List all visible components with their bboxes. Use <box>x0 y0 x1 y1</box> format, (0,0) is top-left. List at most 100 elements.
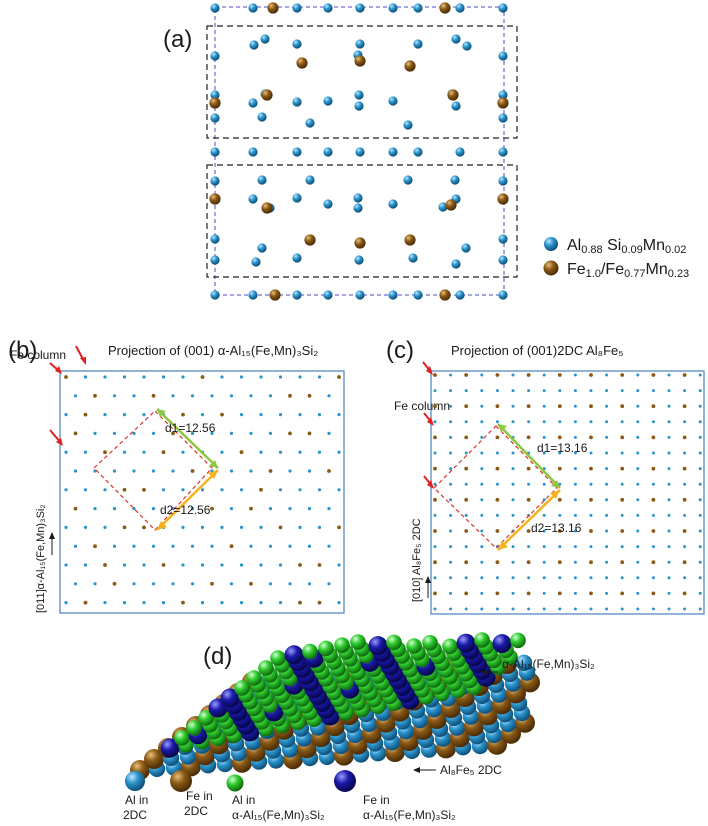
fe-column-dot <box>317 563 322 567</box>
fe-column-dot <box>589 404 593 409</box>
al-column-dot <box>298 488 302 492</box>
fe-site-marker <box>543 260 559 276</box>
al-column-dot <box>636 529 640 533</box>
al-column-dot <box>542 591 546 595</box>
al-alpha-atom <box>350 634 366 650</box>
al-column-dot <box>278 413 283 417</box>
fe-column-dot <box>682 497 687 502</box>
fe-column-dot <box>682 404 687 409</box>
fe-2dc-atom <box>144 749 164 769</box>
al-column-dot <box>449 591 453 595</box>
al-column-dot <box>573 576 577 580</box>
panel-c-fe-column-label: Fe column <box>394 399 450 413</box>
al-site-atom <box>257 243 267 253</box>
fe-site-atom <box>404 60 416 72</box>
al-column-dot <box>112 507 117 511</box>
al-column-dot <box>122 601 127 605</box>
al-column-dot <box>636 451 640 455</box>
al-column-dot <box>542 435 546 439</box>
al-site-atom <box>413 39 423 49</box>
al-column-dot <box>636 513 640 517</box>
al-column-dot <box>636 560 640 564</box>
al-column-dot <box>511 591 515 595</box>
fe-column-dot <box>464 591 469 596</box>
al-column-dot <box>511 498 515 502</box>
al-column-dot <box>132 394 136 398</box>
al-site-atom <box>462 41 472 51</box>
al-column-dot <box>132 431 136 435</box>
panel-a-legend: Al0.88 Si0.09Mn0.02 Fe1.0/Fe0.77Mn0.23 <box>543 237 689 280</box>
al-column-dot <box>449 420 453 424</box>
al-column-dot <box>698 560 702 564</box>
al-column-dot <box>542 389 546 393</box>
al-site-atom <box>248 194 258 204</box>
al-site-atom <box>413 147 423 157</box>
fe-column-dot <box>181 412 185 417</box>
al-column-dot <box>200 413 205 417</box>
fe-alpha-atom <box>456 633 476 653</box>
al-column-dot <box>542 482 546 486</box>
fe-column-dot <box>557 466 562 471</box>
al-column-dot <box>268 431 273 435</box>
al-column-dot <box>636 467 640 471</box>
al-site-atom <box>257 112 267 122</box>
al-column-dot <box>495 482 499 486</box>
al-column-dot <box>93 582 97 586</box>
al-site-atom <box>451 101 461 111</box>
al-site-marker <box>544 237 558 251</box>
al-column-dot <box>327 544 331 548</box>
al-column-dot <box>433 420 437 424</box>
fe-column-dot <box>64 375 68 379</box>
panel-b-d1-label: d1=12.56 <box>165 421 216 435</box>
fe-site-atom <box>439 289 451 301</box>
legend-al-alpha-line1: Al in <box>232 793 255 807</box>
al-column-dot <box>239 563 244 567</box>
al-column-dot <box>511 607 515 611</box>
al-column-dot <box>190 394 195 398</box>
al-column-dot <box>480 529 484 533</box>
al-column-dot <box>449 467 453 471</box>
al-site-atom <box>210 147 220 157</box>
al-column-dot <box>433 576 437 580</box>
al-column-dot <box>317 525 322 530</box>
al-column-dot <box>573 498 577 502</box>
al-column-dot <box>698 467 702 471</box>
al-column-dot <box>122 413 127 417</box>
al-site-atom <box>353 203 363 213</box>
al-column-dot <box>449 389 453 393</box>
al-column-dot <box>573 373 577 377</box>
al-site-atom <box>498 113 508 123</box>
panel-c-d2-label: d2=13.16 <box>531 521 582 535</box>
al-site-atom <box>455 147 465 157</box>
al-column-dot <box>605 607 609 611</box>
al-column-dot <box>122 375 127 379</box>
al-column-dot <box>511 373 515 377</box>
panel-d-label: (d) <box>203 643 232 670</box>
al-column-dot <box>259 601 263 605</box>
al-column-dot <box>112 431 117 435</box>
al-column-dot <box>64 525 68 530</box>
al-column-dot <box>327 582 331 586</box>
al-site-atom <box>257 175 267 185</box>
al-column-dot <box>278 450 283 454</box>
al-site-atom <box>451 34 461 44</box>
al-column-dot <box>220 375 224 379</box>
al-column-dot <box>122 563 127 567</box>
fe-site-atom <box>439 2 451 14</box>
al-column-dot <box>605 498 609 502</box>
al-site-atom <box>323 96 333 106</box>
al-column-dot <box>605 467 609 471</box>
al-column-dot <box>288 469 292 473</box>
al-site-atom <box>210 3 220 13</box>
panel-b-unit-cell <box>93 410 213 531</box>
fe-column-dot <box>589 591 593 596</box>
al-column-dot <box>573 591 577 595</box>
al-site-atom <box>292 97 302 107</box>
al-column-dot <box>542 404 546 408</box>
al-column-dot <box>200 563 205 567</box>
fe-column-dot <box>651 435 656 440</box>
al-site-atom <box>355 3 365 13</box>
fe-column-dot <box>651 529 656 533</box>
fe-column-dot <box>682 529 687 533</box>
al-column-dot <box>589 482 593 486</box>
